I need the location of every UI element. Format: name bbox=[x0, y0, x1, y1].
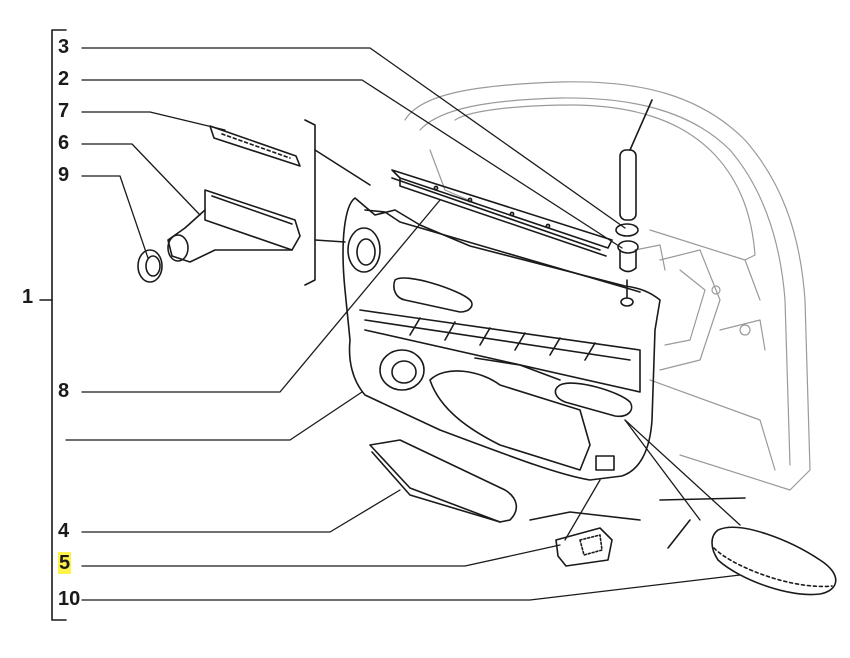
door-frame bbox=[404, 81, 811, 491]
part-9-ring bbox=[137, 249, 163, 283]
callout-1: 1 bbox=[22, 286, 34, 308]
part-4-door-pocket bbox=[369, 439, 518, 523]
assembly-bracket bbox=[51, 29, 67, 621]
callout-8: 8 bbox=[58, 380, 70, 402]
callout-7: 7 bbox=[58, 100, 70, 122]
callout-2: 2 bbox=[58, 68, 70, 90]
callout-6: 6 bbox=[58, 132, 70, 154]
part-5-switch-housing bbox=[529, 511, 641, 567]
sub-bracket bbox=[304, 119, 316, 286]
callout-5: 5 bbox=[58, 552, 72, 574]
callout-9: 9 bbox=[58, 164, 70, 186]
leader-lines bbox=[65, 47, 741, 601]
part-8-sealing-strip bbox=[391, 169, 613, 257]
part-2-lock-knob bbox=[617, 240, 639, 307]
door-trim-panel bbox=[342, 197, 661, 481]
callout-4: 4 bbox=[58, 520, 70, 542]
door-lock-rod bbox=[619, 99, 653, 221]
part-3-grommet bbox=[615, 223, 639, 237]
callout-3: 3 bbox=[58, 36, 70, 58]
part-7-grille-strip bbox=[209, 125, 301, 167]
part-6-air-duct bbox=[167, 189, 301, 263]
part-10-cover-pad bbox=[659, 497, 837, 596]
callout-10: 10 bbox=[58, 588, 81, 610]
